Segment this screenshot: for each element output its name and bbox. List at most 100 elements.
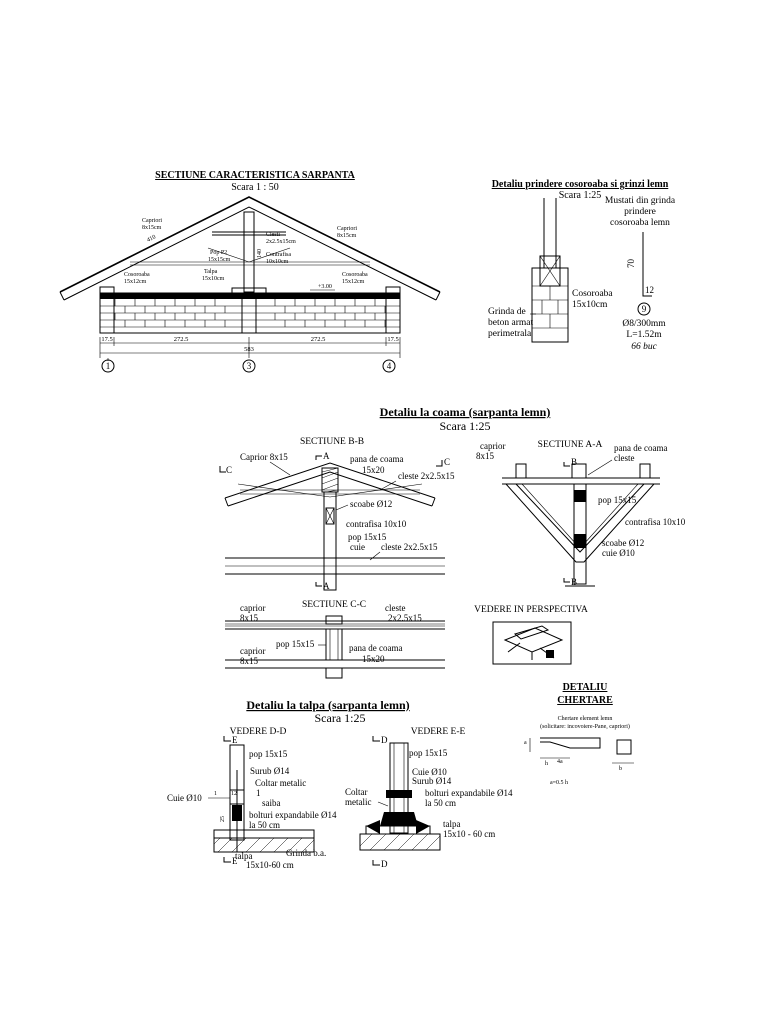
bar-spec-2: L=1.52m [626, 330, 662, 340]
ee-cuie: Cuie Ø10 [412, 767, 447, 777]
dd-pop: pop 15x15 [249, 749, 288, 759]
bb-cleste-top: cleste 2x2.5x15 [398, 471, 455, 481]
pop-cc [325, 628, 343, 661]
cc-pop: pop 15x15 [276, 639, 315, 649]
ee-pop: pop 15x15 [409, 748, 448, 758]
mustati-note-3: cosoroaba lemn [610, 218, 670, 228]
cc-cleste-1: cleste [385, 603, 406, 613]
bar-length: 70 [626, 259, 636, 269]
lbl-talpa-2: 15x10cm [202, 276, 225, 282]
ee-talpa-2: 15x10 - 60 cm [443, 829, 495, 839]
detail-cosoroaba: Detaliu prindere cosoroaba si grinzi lem… [488, 179, 676, 352]
pop-bb [323, 491, 337, 591]
chertare-a: a [524, 740, 527, 746]
view-ee: VEDERE E-E pop 15x15 Cuie Ø10 Surub Ø14 … [345, 727, 513, 869]
view-dd-title: VEDERE D-D [230, 727, 287, 737]
bb-pana-1: pana de coama [350, 454, 403, 464]
aa-mark-b-bot: B [571, 577, 577, 587]
dd-dim-a: 1 [214, 791, 217, 797]
cc-caprior-bot-1: caprior [240, 646, 265, 656]
ee-surub: Surub Ø14 [412, 776, 452, 786]
detail-coama-title: Detaliu la coama (sarpanta lemn) [380, 405, 551, 419]
grinda-label-3: perimetrala [488, 329, 532, 339]
cosoroaba-label-2: 15x10cm [572, 300, 608, 310]
grinda-label-1: Grinda de [488, 307, 526, 317]
chertare-title-2: CHERTARE [557, 695, 613, 706]
dd-bolturi-2: la 50 cm [249, 820, 280, 830]
ee-bolturi-1: bolturi expandabile Ø14 [425, 788, 513, 798]
dd-dim-c: 25 [220, 816, 226, 822]
view-dd: VEDERE D-D pop 15x15 Surub Ø14 Coltar me… [167, 727, 337, 870]
dd-saiba: saiba [262, 798, 281, 808]
lbl-slope-length: 410 [146, 234, 157, 243]
mustati-note-1: Mustati din grinda [605, 196, 676, 206]
lbl-cleste-1: Clesti [266, 232, 280, 238]
detail-talpa-scale: Scara 1:25 [315, 711, 366, 725]
pop-post [243, 211, 255, 293]
ee-coltar-2: metalic [345, 797, 372, 807]
ee-coltar-1: Coltar [345, 787, 368, 797]
dim-2: 272.5 [311, 336, 326, 343]
bar-spec-1: Ø8/300mm [622, 319, 666, 329]
cosoroaba-label-1: Cosoroaba [572, 289, 613, 299]
lbl-pop-1: Pop P2 [210, 250, 227, 256]
view-ee-title: VEDERE E-E [411, 727, 466, 737]
bb-mark-a-top: A [323, 451, 330, 461]
bb-mark-a-bot: A [323, 581, 330, 591]
lbl-caprior-left-2: 8x15cm [142, 225, 162, 231]
brick-wall [99, 286, 401, 334]
bb-cuie: cuie [350, 542, 365, 552]
chertare-4a: 4a [557, 759, 563, 765]
bar-mark-bubble [637, 302, 651, 316]
chertare-note-1: Chertare element lemn [558, 716, 613, 722]
axis-label-4: 4 [387, 361, 392, 371]
dd-talpa-1: talpa [235, 851, 253, 861]
axis-bubble-1 [101, 359, 115, 373]
dd-bolturi-1: bolturi expandabile Ø14 [249, 810, 337, 820]
perspective-title: VEDERE IN PERSPECTIVA [474, 605, 588, 615]
aa-pop: pop 15x15 [598, 495, 637, 505]
axis-label-3: 3 [247, 361, 252, 371]
dd-cuie: Cuie Ø10 [167, 793, 202, 803]
dim-total: 583 [244, 346, 254, 353]
aa-pana: pana de coama [614, 443, 667, 453]
section-main-title: SECTIUNE CARACTERISTICA SARPANTA [155, 170, 355, 181]
pop-ee [389, 742, 409, 834]
cc-caprior-top-1: caprior [240, 603, 265, 613]
ee-talpa-1: talpa [443, 819, 461, 829]
section-bb: SECTIUNE B-B Caprior 8x15 pana de coama … [219, 437, 455, 591]
chertare-title-1: DETALIU [563, 682, 608, 693]
bar-count: 66 buc [631, 342, 657, 352]
lbl-contrafisa-1: Contrafisa [266, 251, 291, 258]
aa-contrafisa: contrafisa 10x10 [625, 517, 686, 527]
bb-cleste-bot: cleste 2x2.5x15 [381, 542, 438, 552]
cc-caprior-bot-2: 8x15 [240, 656, 259, 666]
dd-surub: Surub Ø14 [250, 766, 290, 776]
aa-scoabe: scoabe Ø12 [602, 538, 644, 548]
axis-label-1: 1 [106, 361, 111, 371]
section-aa-title: SECTIUNE A-A [538, 440, 603, 450]
perspective-view: VEDERE IN PERSPECTIVA [474, 605, 588, 665]
cc-caprior-top-2: 8x15 [240, 613, 259, 623]
detail-cosoroaba-scale: Scara 1:25 [559, 190, 602, 201]
aa-caprior-1: caprior [480, 441, 505, 451]
lbl-caprior-right-1: Capriori [337, 226, 357, 232]
lbl-talpa-1: Talpa [204, 269, 218, 275]
cosoroaba-beam [531, 267, 569, 343]
lbl-cosoroaba-right-2: 15x12cm [342, 279, 365, 285]
axis-bubble-4 [382, 359, 396, 373]
chertare-h: h [545, 761, 548, 767]
bb-mark-c-right: C [444, 457, 450, 467]
bb-mark-c-left: C [226, 465, 232, 475]
bar-mark: 9 [642, 304, 647, 314]
dd-mark-e-bot: E [232, 856, 238, 866]
aa-cleste: cleste [614, 453, 635, 463]
lbl-contrafisa-2: 10x10cm [266, 259, 289, 265]
detail-chertare: DETALIU CHERTARE Chertare element lemn (… [524, 682, 634, 786]
talpa-dd [213, 829, 315, 839]
dimension-line [99, 337, 401, 358]
chertare-note-2: (solicitare: incovoiere-Pane, capriori) [540, 723, 630, 730]
aa-cuie: cuie Ø10 [602, 548, 635, 558]
dd-grinda: Grinda b.a. [286, 848, 326, 858]
